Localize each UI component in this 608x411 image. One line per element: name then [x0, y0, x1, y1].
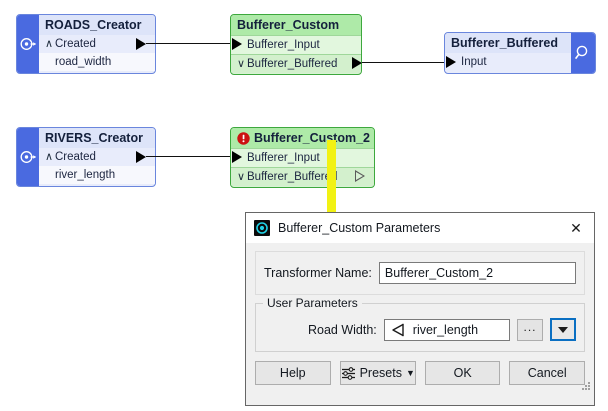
attribute-label: river_length: [55, 169, 116, 181]
node-bufferer-buffered-inspector[interactable]: Bufferer_Buffered Input: [444, 32, 596, 74]
node-title: Bufferer_Custom_2: [254, 131, 371, 145]
magnifier-icon[interactable]: [571, 33, 595, 73]
help-button[interactable]: Help: [255, 361, 331, 385]
chevron-down-icon: [558, 326, 568, 333]
attribute-chevron-icon: [390, 323, 406, 337]
dialog-titlebar[interactable]: Bufferer_Custom Parameters ✕: [246, 213, 594, 243]
user-parameters-group: User Parameters Road Width: river_length…: [255, 296, 585, 352]
node-output-port-row[interactable]: ∧ Created: [39, 148, 155, 166]
node-title: RIVERS_Creator: [39, 128, 155, 148]
node-input-port-row[interactable]: Bufferer_Input: [231, 35, 361, 54]
port-rivers-created-out[interactable]: [136, 151, 146, 163]
creator-icon: [17, 15, 39, 73]
node-input-port-row[interactable]: Input: [445, 53, 571, 71]
attribute-label: road_width: [55, 56, 112, 68]
node-output-port-row[interactable]: ∧ Created: [39, 35, 155, 53]
close-icon[interactable]: ✕: [570, 219, 582, 236]
presets-label: Presets: [359, 366, 402, 380]
dialog-footer: Help Presets ▼ OK Cancel: [246, 352, 594, 394]
transformer-parameters-dialog: Bufferer_Custom Parameters ✕ Transformer…: [245, 212, 595, 406]
road-width-dropdown-button[interactable]: [550, 318, 576, 341]
node-title: Bufferer_Custom: [231, 15, 361, 35]
dialog-title: Bufferer_Custom Parameters: [278, 221, 441, 235]
wire-roads-to-bufferer: [146, 43, 238, 44]
output-port-label: Bufferer_Buffered: [247, 171, 338, 183]
collapse-caret-icon: ∧: [44, 151, 54, 163]
road-width-row: Road Width: river_length ...: [264, 318, 576, 341]
node-attribute-row: river_length: [39, 166, 155, 184]
node-rivers-creator[interactable]: RIVERS_Creator ∧ Created river_length: [16, 127, 156, 187]
output-port-label: Created: [55, 151, 96, 163]
node-bufferer-custom[interactable]: Bufferer_Custom Bufferer_Input ∨ Buffere…: [230, 14, 362, 75]
port-bufferer2-input-in[interactable]: [232, 151, 242, 163]
expand-caret-icon: ∨: [236, 171, 246, 183]
node-roads-creator[interactable]: ROADS_Creator ∧ Created road_width: [16, 14, 156, 74]
highlight-arrow-shaft: [327, 140, 336, 218]
port-bufferer2-buffered-out[interactable]: [355, 170, 365, 182]
transformer-name-input[interactable]: Bufferer_Custom_2: [378, 262, 576, 284]
node-output-port-row[interactable]: ∨ Bufferer_Buffered: [231, 54, 361, 73]
input-port-label: Input: [461, 56, 487, 68]
node-bufferer-custom-2[interactable]: Bufferer_Custom_2 Bufferer_Input ∨ Buffe…: [230, 127, 375, 188]
user-parameters-legend: User Parameters: [263, 296, 362, 310]
node-attribute-row: road_width: [39, 53, 155, 71]
input-port-label: Bufferer_Input: [247, 152, 320, 164]
creator-icon: [17, 128, 39, 186]
transformer-name-label: Transformer Name:: [264, 266, 372, 280]
browse-button[interactable]: ...: [517, 318, 543, 341]
node-title: Bufferer_Buffered: [445, 33, 571, 53]
chevron-down-icon: ▼: [405, 368, 415, 378]
output-port-label: Bufferer_Buffered: [247, 58, 338, 70]
collapse-caret-icon: ∧: [44, 38, 54, 50]
presets-button[interactable]: Presets ▼: [339, 361, 416, 385]
node-output-port-row[interactable]: ∨ Bufferer_Buffered: [231, 167, 374, 186]
wire-bufferer-to-inspector: [362, 62, 450, 63]
sliders-icon: [341, 366, 356, 380]
expand-caret-icon: ∨: [236, 58, 246, 70]
node-input-port-row[interactable]: Bufferer_Input: [231, 148, 374, 167]
dialog-body: Transformer Name: Bufferer_Custom_2 User…: [246, 243, 594, 352]
port-bufferer-buffered-out[interactable]: [352, 57, 362, 69]
transformer-name-row: Transformer Name: Bufferer_Custom_2: [264, 262, 576, 284]
resize-grip[interactable]: [582, 382, 591, 391]
node-title: ROADS_Creator: [39, 15, 155, 35]
transformer-icon: [254, 220, 270, 236]
road-width-label: Road Width:: [308, 322, 377, 337]
road-width-input[interactable]: river_length: [383, 318, 510, 341]
cancel-button[interactable]: Cancel: [509, 361, 585, 385]
input-port-label: Bufferer_Input: [247, 39, 320, 51]
output-port-label: Created: [55, 38, 96, 50]
node-title-row: Bufferer_Custom_2: [231, 128, 374, 148]
ok-button[interactable]: OK: [424, 361, 501, 385]
port-inspector-input-in[interactable]: [446, 56, 456, 68]
port-roads-created-out[interactable]: [136, 38, 146, 50]
error-icon[interactable]: [237, 131, 250, 145]
road-width-value: river_length: [412, 322, 479, 337]
transformer-name-group: Transformer Name: Bufferer_Custom_2: [255, 251, 585, 295]
wire-rivers-to-bufferer2: [146, 156, 238, 157]
port-bufferer-input-in[interactable]: [232, 38, 242, 50]
